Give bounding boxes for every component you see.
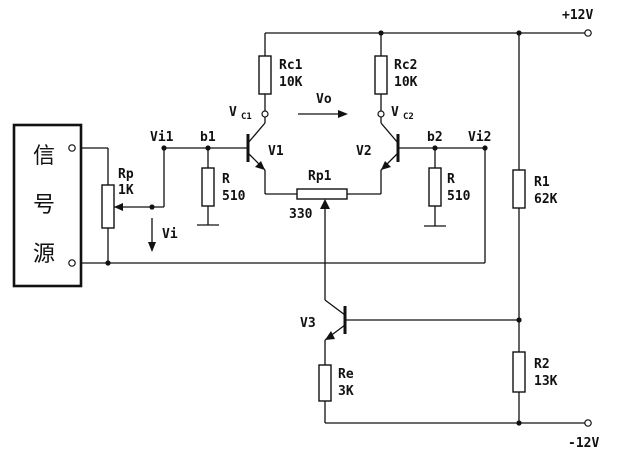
signal-source-box — [12, 123, 83, 288]
rp-name: Rp — [118, 167, 134, 182]
vi1-label: Vi1 — [150, 130, 174, 145]
r2-value: 13K — [534, 374, 558, 389]
rp-value: 1K — [118, 183, 134, 198]
v1-transistor — [246, 122, 266, 171]
rp-wiper-arrow — [114, 203, 123, 211]
rc1-name: Rc1 — [279, 58, 303, 73]
re-resistor — [318, 364, 332, 402]
pos-supply-terminal — [584, 29, 592, 37]
rp1-value: 330 — [289, 207, 313, 222]
rp1-wiper-arrow — [320, 199, 330, 209]
vc2-label: V — [391, 105, 399, 120]
rp-potentiometer — [101, 184, 115, 229]
v2-transistor — [380, 122, 400, 171]
re-value: 3K — [338, 384, 354, 399]
junction-dots — [105, 30, 522, 426]
vi-arrow-head — [148, 242, 156, 252]
r1-name: R1 — [534, 175, 550, 190]
re-name: Re — [338, 367, 354, 382]
signal-source-char-3: 源 — [33, 242, 55, 267]
signal-source-char-2: 号 — [33, 193, 55, 218]
neg-supply-terminal — [584, 419, 592, 427]
neg-supply-label: -12V — [568, 436, 599, 451]
v3-label: V3 — [300, 316, 316, 331]
vc2-subscript: C2 — [403, 112, 414, 122]
r2-resistor — [512, 351, 526, 393]
rc2-value: 10K — [394, 75, 418, 90]
b1-label: b1 — [200, 130, 216, 145]
rp1-potentiometer — [296, 188, 348, 200]
vc1-terminal — [261, 110, 269, 118]
b2-label: b2 — [427, 130, 443, 145]
r2-name: R2 — [534, 357, 550, 372]
rc1-value: 10K — [279, 75, 303, 90]
r-right-resistor — [428, 167, 442, 207]
vi-label: Vi — [162, 227, 178, 242]
source-terminal-top — [68, 144, 76, 152]
rc2-resistor — [374, 55, 388, 95]
r-left-value: 510 — [222, 189, 246, 204]
signal-source-char-1: 信 — [33, 144, 55, 169]
rc1-resistor — [258, 55, 272, 95]
rc2-name: Rc2 — [394, 58, 417, 73]
r-left-resistor — [201, 167, 215, 207]
v1-label: V1 — [268, 144, 284, 159]
r1-value: 62K — [534, 192, 558, 207]
r-right-value: 510 — [447, 189, 471, 204]
vc2-terminal — [377, 110, 385, 118]
vc1-label: V — [229, 105, 237, 120]
r-right-name: R — [447, 172, 455, 187]
v2-label: V2 — [356, 144, 372, 159]
vi2-label: Vi2 — [468, 130, 491, 145]
r-left-name: R — [222, 172, 230, 187]
r1-resistor — [512, 169, 526, 209]
rp1-name: Rp1 — [308, 169, 332, 184]
wires — [72, 32, 588, 424]
source-terminal-bottom — [68, 259, 76, 267]
vo-arrow-head — [338, 110, 348, 118]
pos-supply-label: +12V — [562, 8, 593, 23]
vc1-subscript: C1 — [241, 112, 252, 122]
vo-label: Vo — [316, 92, 332, 107]
v3-transistor — [324, 299, 347, 341]
